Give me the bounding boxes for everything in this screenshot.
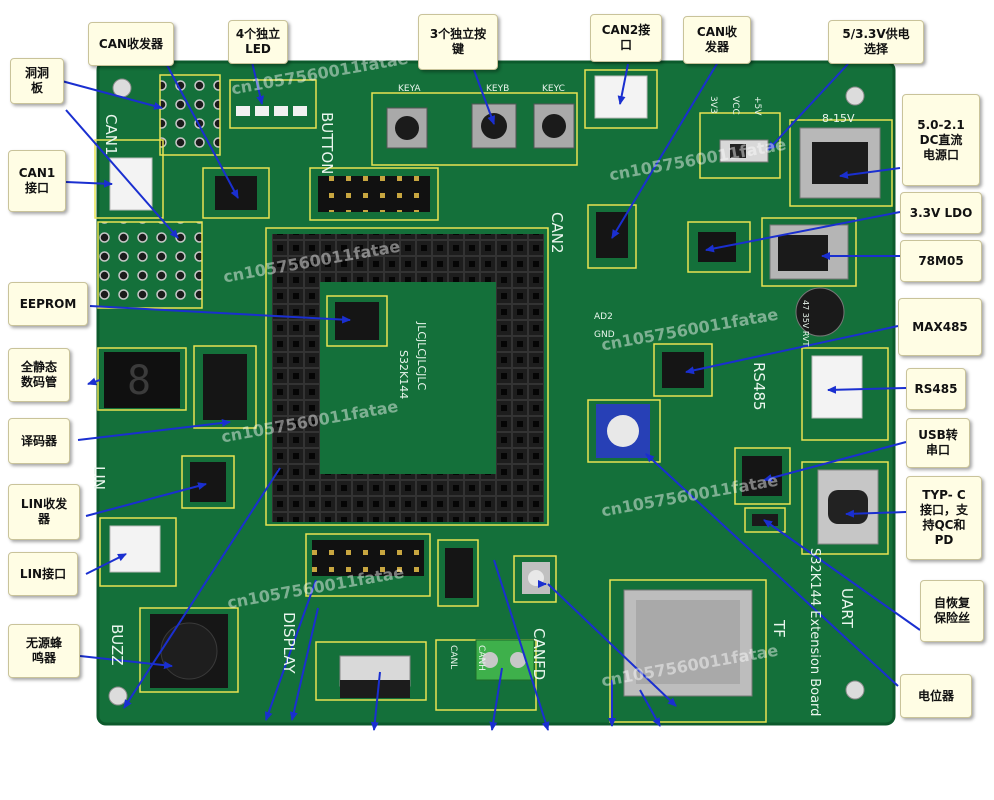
callout-typec: TYP- C 接口，支 持QC和 PD xyxy=(906,476,982,560)
leader-arrows xyxy=(57,51,921,731)
callout-max485: MAX485 xyxy=(898,298,982,356)
silk-vrange: 8-15V xyxy=(822,112,855,125)
callout-usb-uart: USB转 串口 xyxy=(906,418,970,468)
callout-decoder: 译码器 xyxy=(8,418,70,464)
callout-fuse: 自恢复 保险丝 xyxy=(920,580,984,642)
silk-rs485: RS485 xyxy=(750,362,768,411)
silk-canh: CANH xyxy=(476,645,486,671)
callout-three-buttons: 3个独立按 键 xyxy=(418,14,498,70)
silk-ext-board: S32K144 Extension Board xyxy=(807,548,822,717)
callout-can-transceiver-1: CAN收发器 xyxy=(88,22,174,66)
callout-proto-area: 洞洞 板 xyxy=(10,58,64,104)
callout-can2-port: CAN2接 口 xyxy=(590,14,662,62)
callout-dc-jack: 5.0-2.1 DC直流 电源口 xyxy=(902,94,980,186)
silk-keya: KEYA xyxy=(398,84,421,94)
callout-lin-transceiver: LIN收发 器 xyxy=(8,484,80,540)
callout-eeprom: EEPROM xyxy=(8,282,88,326)
silk-gnd: GND xyxy=(594,330,615,340)
silk-keyb: KEYB xyxy=(486,84,510,94)
silk-can1: CAN1 xyxy=(102,114,120,156)
callout-potentiometer: 电位器 xyxy=(900,674,972,718)
silk-canfd: CANFD xyxy=(530,628,548,681)
silk-3v3: 3V3 xyxy=(708,96,718,114)
callout-buzzer: 无源蜂 鸣器 xyxy=(8,624,80,678)
callout-can-transceiver-2: CAN收 发器 xyxy=(683,16,751,64)
callout-ldo: 3.3V LDO xyxy=(900,192,982,234)
callout-power-select: 5/3.3V供电 选择 xyxy=(828,20,924,64)
silk-mcu: S32K144 xyxy=(397,350,410,400)
silk-cap: 47 35V RVT xyxy=(801,300,810,347)
silk-lin: LIN xyxy=(90,466,108,491)
svg-text:8: 8 xyxy=(127,358,151,404)
silk-display: DISPLAY xyxy=(280,612,298,674)
silk-uart: UART xyxy=(838,588,856,628)
silk-5v: +5V xyxy=(752,96,762,116)
silk-vcc: VCC xyxy=(730,96,740,115)
callout-can1-port: CAN1 接口 xyxy=(8,150,66,212)
silk-canl: CANL xyxy=(448,645,458,670)
silk-mcu2: JLCJLCJLCJLC xyxy=(415,322,428,391)
silk-button: BUTTON xyxy=(318,112,336,175)
silk-buzz: BUZZ xyxy=(108,624,126,666)
callout-four-leds: 4个独立 LED xyxy=(228,20,288,64)
callout-lin-port: LIN接口 xyxy=(8,552,78,596)
callout-seven-seg: 全静态 数码管 xyxy=(8,348,70,402)
callout-rs485: RS485 xyxy=(906,368,966,410)
callout-78m05: 78M05 xyxy=(900,240,982,282)
silk-ad2: AD2 xyxy=(594,312,613,322)
silk-tf: TF xyxy=(770,620,788,638)
silk-keyc: KEYC xyxy=(542,84,565,94)
silk-can2: CAN2 xyxy=(548,212,566,254)
